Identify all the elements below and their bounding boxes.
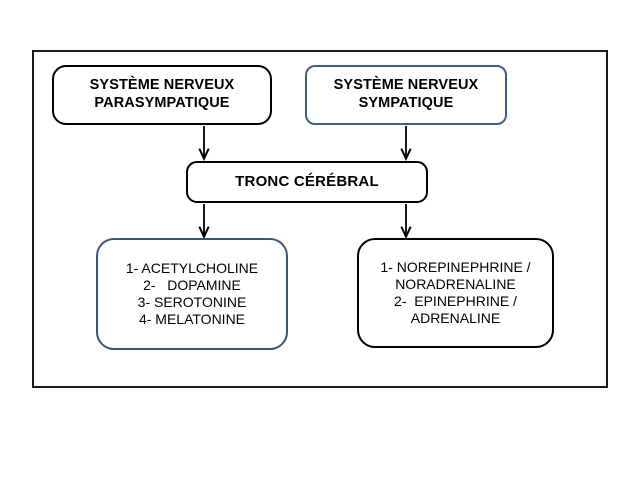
node-brainstem: TRONC CÉRÉBRAL: [186, 161, 428, 203]
node-parasympathetic-neurotransmitters: 1- ACETYLCHOLINE 2- DOPAMINE 3- SEROTONI…: [96, 238, 288, 350]
node-sympathetic-label: SYSTÈME NERVEUX SYMPATIQUE: [333, 77, 479, 111]
node-parasympathetic-label: SYSTÈME NERVEUX PARASYMPATIQUE: [89, 77, 235, 111]
node-sympathetic-nervous-system: SYSTÈME NERVEUX SYMPATIQUE: [305, 65, 507, 125]
node-sympathetic-neurotransmitters-label: 1- NOREPINEPHRINE / NORADRENALINE 2- EPI…: [380, 258, 531, 327]
node-brainstem-label: TRONC CÉRÉBRAL: [235, 172, 379, 190]
node-parasympathetic-nervous-system: SYSTÈME NERVEUX PARASYMPATIQUE: [52, 65, 272, 125]
node-sympathetic-neurotransmitters: 1- NOREPINEPHRINE / NORADRENALINE 2- EPI…: [357, 238, 554, 348]
node-parasympathetic-neurotransmitters-label: 1- ACETYLCHOLINE 2- DOPAMINE 3- SEROTONI…: [125, 259, 259, 328]
